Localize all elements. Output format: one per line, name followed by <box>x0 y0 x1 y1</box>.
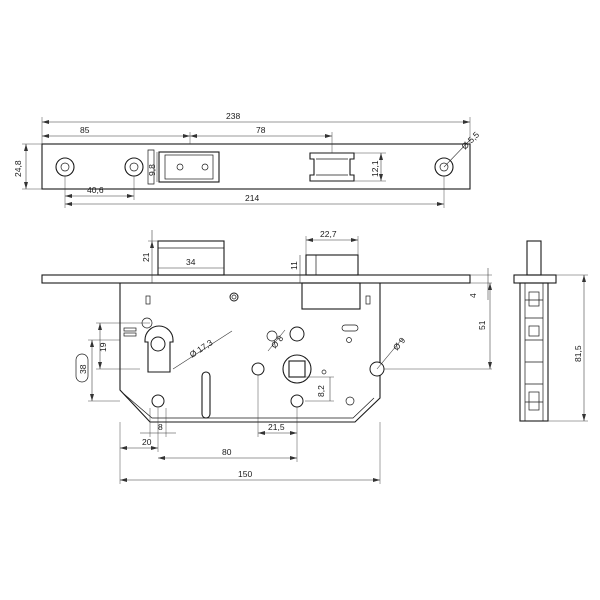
dim-overall-length: 238 <box>41 111 471 144</box>
dim-bolt-slot-height-label: 12,1 <box>370 160 380 177</box>
dim-body-height-label: 81,5 <box>573 345 583 362</box>
side-faceplate <box>513 274 557 284</box>
side-view: 81,5 <box>513 240 588 422</box>
dim-body-length-label: 150 <box>238 469 252 479</box>
dim-hole-to-slot-label: 85 <box>80 125 90 135</box>
bolt-slot <box>309 152 355 182</box>
lower-hole-b <box>290 394 304 408</box>
front-faceplate <box>41 274 471 284</box>
cylinder-screw-lower <box>151 394 165 408</box>
dim-spindle-to-hole: 21,5 <box>257 375 298 437</box>
dim-hole-to-slot: 85 <box>42 125 191 144</box>
dim-bolt-offset: 11 <box>289 255 301 283</box>
faceplate-view: 238 85 78 24,8 9,8 <box>13 111 481 208</box>
small-hole <box>289 326 305 342</box>
top-screw <box>229 292 239 302</box>
dim-latch-width-label: 34 <box>186 257 196 267</box>
faceplate-hole-left <box>55 157 75 177</box>
dim-spindle-offset: 19 <box>96 322 150 370</box>
dim-latch-width: 34 <box>158 257 224 269</box>
dim-plate-height: 24,8 <box>13 143 42 190</box>
dim-bolt-slot-height: 12,1 <box>354 152 386 182</box>
dim-handle-offset-label: 51 <box>477 320 487 330</box>
dim-bolt-label: 22,7 <box>320 229 337 239</box>
dim-slot-height: 9,8 <box>147 152 158 182</box>
faceplate-hole-second <box>124 157 144 177</box>
dim-hole-spacing: 214 <box>65 176 445 208</box>
faceplate-outline <box>41 143 471 190</box>
dim-hole-spacing-label: 214 <box>245 193 259 203</box>
side-latch <box>526 240 542 276</box>
dim-overall-length-label: 238 <box>226 111 240 121</box>
dim-spindle-square: 8,2 <box>305 376 334 402</box>
dim-body-length: 150 <box>119 422 381 484</box>
dim-plate-thickness: 4 <box>468 268 492 300</box>
dim-mount-hole-diameter: Ø 9 <box>376 335 408 370</box>
dim-spindle-offset-label: 19 <box>98 342 108 352</box>
dim-small-hole-diameter-label: Ø 8 <box>269 333 286 350</box>
dim-plate-thickness-label: 4 <box>468 293 478 298</box>
latch-bolt <box>157 240 225 276</box>
lock-case <box>119 283 381 423</box>
dim-hole-offset-label: 40,6 <box>87 185 104 195</box>
dim-cylinder-height-box <box>75 353 89 383</box>
dim-backset: 80 <box>158 437 298 462</box>
dim-cylinder-height-label: 38 <box>78 364 88 374</box>
front-view: 22,7 11 21 34 4 51 <box>41 229 492 484</box>
dim-latch-height: 21 <box>141 230 158 283</box>
spindle-hub <box>282 354 312 384</box>
dim-bolt-offset-label: 11 <box>289 261 299 270</box>
dim-latch-height-label: 21 <box>141 252 151 262</box>
dim-cylinder-height: 38 <box>75 339 120 402</box>
dim-slot-to-slot-label: 78 <box>256 125 266 135</box>
dim-slot-height-label: 9,8 <box>147 164 157 176</box>
dim-hole-diameter: Ø 5,5 <box>443 129 481 168</box>
dim-bolt: 22,7 <box>305 229 359 255</box>
lower-hole-a <box>251 362 265 376</box>
cylinder-hole <box>144 325 174 373</box>
dim-plate-height-label: 24,8 <box>13 160 23 177</box>
dim-body-height: 81,5 <box>548 274 588 422</box>
dim-spindle-square-label: 8,2 <box>316 385 326 397</box>
dim-spindle-to-hole-label: 21,5 <box>268 422 285 432</box>
cylinder-screw-upper <box>150 336 166 352</box>
latch-slot <box>147 149 220 185</box>
guide-slot <box>201 371 211 419</box>
dim-cylinder-width-label: 8 <box>158 422 163 432</box>
dim-backset-label: 80 <box>222 447 232 457</box>
dim-cylinder-center-label: 20 <box>142 437 152 447</box>
deadbolt <box>301 254 361 310</box>
dim-hole-offset: 40,6 <box>64 176 135 208</box>
dim-cylinder-diameter: Ø 17,3 <box>172 330 233 370</box>
dim-cylinder-diameter-label: Ø 17,3 <box>188 337 215 359</box>
dim-handle-offset: 51 <box>384 283 492 370</box>
dim-small-hole-diameter: Ø 8 <box>267 329 286 352</box>
side-body <box>519 282 549 422</box>
dim-slot-to-slot: 78 <box>190 125 333 153</box>
dim-cylinder-center: 20 <box>119 408 159 452</box>
